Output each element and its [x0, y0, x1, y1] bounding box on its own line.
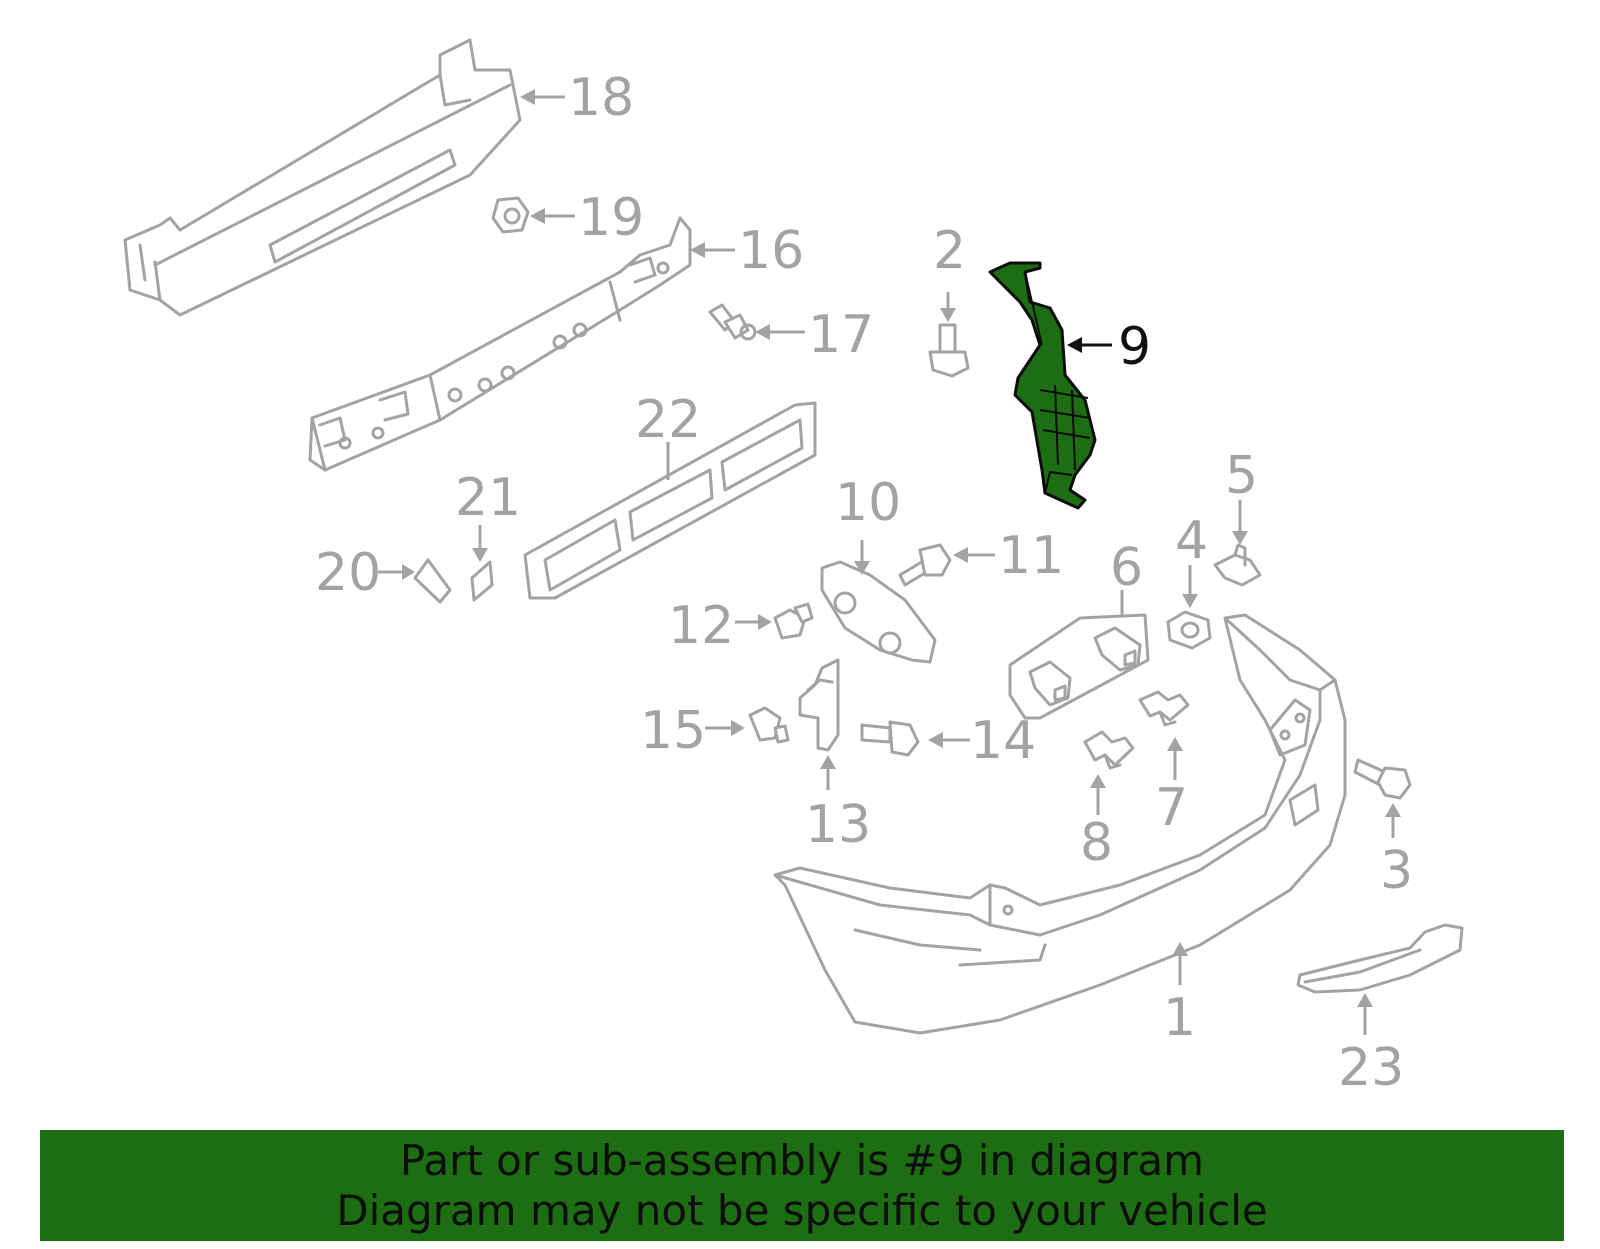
callout-22: 22	[635, 390, 701, 450]
callout-17: 17	[808, 305, 874, 365]
parts-diagram: 18 19 16 17	[123, 38, 1464, 1098]
part-2-bolt	[928, 323, 970, 378]
callout-6: 6	[1110, 538, 1143, 598]
part-16-energy-absorber	[308, 216, 692, 472]
callout-8: 8	[1080, 813, 1113, 873]
part-3-bolt	[1353, 758, 1412, 800]
callout-1: 1	[1163, 988, 1196, 1048]
part-13-bracket	[798, 658, 840, 752]
callout-4: 4	[1175, 511, 1208, 571]
banner-line-part: Part or sub-assembly is #9 in diagram	[399, 1136, 1205, 1185]
part-15-clip	[748, 706, 790, 744]
callout-23: 23	[1338, 1038, 1404, 1098]
part-18-reinforcement-beam	[123, 38, 522, 317]
callout-11: 11	[998, 526, 1064, 586]
callout-3: 3	[1380, 841, 1413, 901]
callout-21: 21	[455, 468, 521, 528]
callout-12: 12	[668, 596, 734, 656]
part-9-bracket-highlighted	[988, 261, 1097, 510]
part-6-bracket	[1008, 613, 1150, 720]
part-21-clip	[470, 560, 494, 602]
banner-line-disclaimer: Diagram may not be specific to your vehi…	[336, 1186, 1268, 1235]
callout-14: 14	[970, 711, 1036, 771]
info-banner: Part or sub-assembly is #9 in diagram Di…	[40, 1130, 1564, 1241]
callout-5: 5	[1225, 446, 1258, 506]
part-7-clip	[1138, 690, 1190, 727]
part-17-bolt	[708, 303, 757, 341]
callout-9: 9	[1118, 317, 1151, 377]
callout-19: 19	[578, 188, 644, 248]
callout-10: 10	[835, 473, 901, 533]
part-4-grommet	[1166, 610, 1212, 650]
callout-2: 2	[933, 221, 966, 281]
part-20-retainer	[413, 558, 452, 604]
part-19-nut	[491, 196, 530, 234]
callout-15: 15	[640, 701, 706, 761]
part-5-clip	[1213, 543, 1262, 587]
part-22-pad	[523, 401, 817, 600]
callout-20: 20	[315, 543, 381, 603]
part-23-reflector	[1296, 923, 1464, 994]
callout-13: 13	[805, 795, 871, 855]
part-8-clip	[1083, 730, 1135, 770]
callout-7: 7	[1155, 778, 1188, 838]
callout-18: 18	[568, 68, 634, 128]
part-14-bolt	[860, 720, 920, 757]
part-11-bolt	[898, 543, 952, 587]
callout-16: 16	[738, 221, 804, 281]
part-1-bumper-cover	[773, 613, 1347, 1035]
part-12-clip	[773, 602, 814, 640]
